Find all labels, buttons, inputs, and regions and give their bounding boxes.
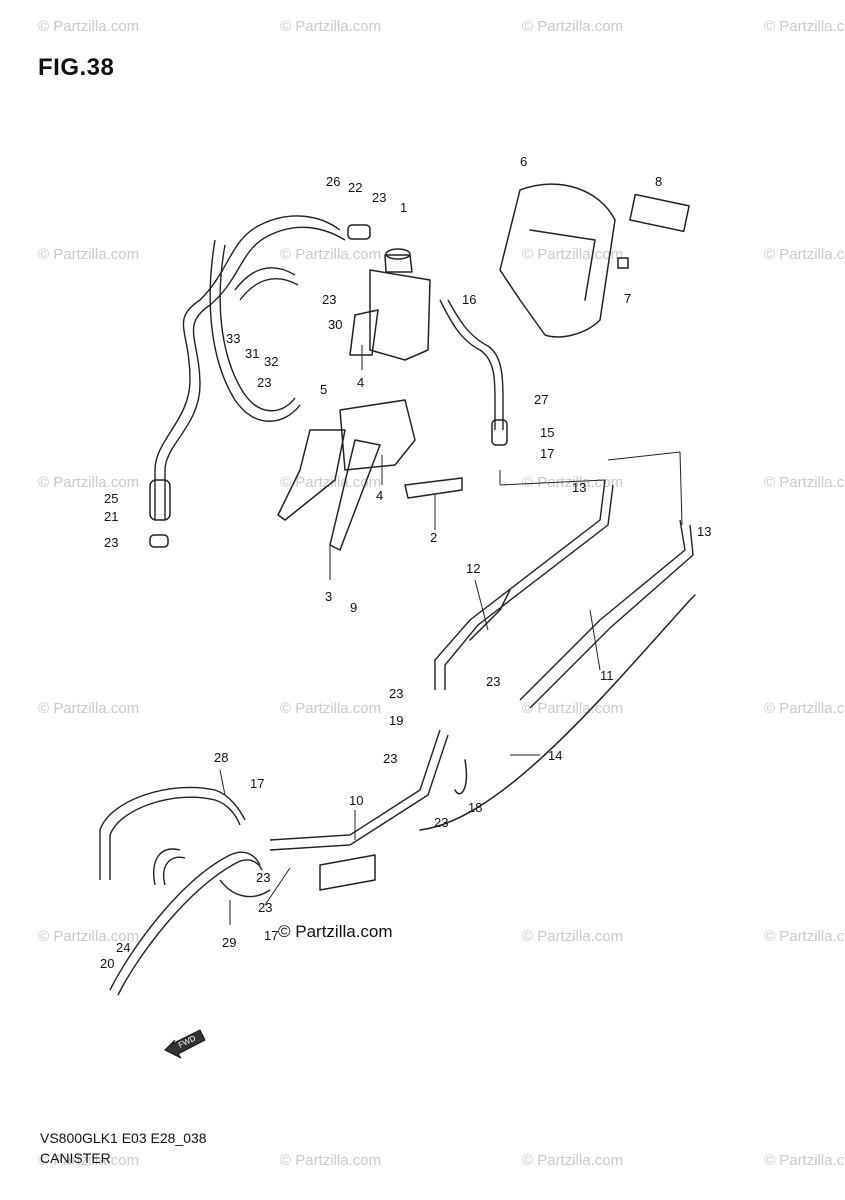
callout-label: 23 [322, 292, 337, 307]
watermark: © Partzilla.com [38, 246, 140, 263]
leader-lines [219, 345, 683, 925]
callout-label: 20 [100, 956, 115, 971]
watermark: © Partzilla.com [522, 246, 624, 263]
watermark: © Partzilla.com [764, 700, 845, 717]
watermark: © Partzilla.com [522, 18, 624, 35]
callout-label: 7 [624, 291, 632, 306]
callout-label: 23 [486, 674, 501, 689]
callout-label: 31 [245, 346, 260, 361]
callout-label: 19 [389, 713, 404, 728]
watermark: © Partzilla.com [38, 1152, 140, 1169]
section-name: CANISTER [40, 1150, 111, 1166]
watermark: © Partzilla.com [764, 18, 845, 35]
canister-bracket [277, 399, 463, 551]
callout-label: 23 [104, 535, 119, 550]
callout-label: 26 [326, 174, 341, 189]
watermark: © Partzilla.com [38, 474, 140, 491]
callout-label: 14 [548, 748, 563, 763]
watermark: © Partzilla.com [38, 928, 140, 945]
watermark: © Partzilla.com [280, 18, 382, 35]
callout-label: 23 [257, 375, 272, 390]
hose-left-loop [149, 215, 346, 548]
callout-label: 17 [264, 928, 279, 943]
hose-lower [99, 729, 467, 996]
callout-label: 13 [697, 524, 712, 539]
callout-label: 17 [250, 776, 265, 791]
watermark: © Partzilla.com [280, 474, 382, 491]
callout-label: 5 [320, 382, 328, 397]
callout-label: 9 [350, 600, 358, 615]
canister-cover [499, 183, 690, 338]
watermark: © Partzilla.com [764, 1152, 845, 1169]
watermark: © Partzilla.com [38, 18, 140, 35]
watermark: © Partzilla.com [280, 1152, 382, 1169]
callout-label: 1 [400, 200, 408, 215]
watermark: © Partzilla.com [522, 700, 624, 717]
watermark: © Partzilla.com [522, 928, 624, 945]
callout-label: 16 [462, 292, 477, 307]
callout-label: 27 [534, 392, 549, 407]
frame-tubes [419, 479, 696, 831]
callout-label: 13 [572, 480, 587, 495]
callout-label: 33 [226, 331, 241, 346]
hose-right [439, 299, 508, 446]
callout-label: 28 [214, 750, 229, 765]
callout-label: 4 [376, 488, 384, 503]
callout-label: 2 [430, 530, 438, 545]
watermark: © Partzilla.com [764, 928, 845, 945]
callout-label: 23 [383, 751, 398, 766]
partzilla-credit: © Partzilla.com [278, 922, 393, 941]
callout-label: 23 [256, 870, 271, 885]
callout-label: 23 [372, 190, 387, 205]
callout-label: 12 [466, 561, 481, 576]
callout-label: 11 [600, 668, 614, 683]
watermark: © Partzilla.com [764, 246, 845, 263]
watermark: © Partzilla.com [522, 1152, 624, 1169]
callout-label: 18 [468, 800, 483, 815]
callout-label: 8 [655, 174, 663, 189]
model-code: VS800GLK1 E03 E28_038 [40, 1130, 207, 1146]
callout-label: 4 [357, 375, 365, 390]
callout-label: 23 [389, 686, 404, 701]
callout-label: 24 [116, 940, 131, 955]
callout-label: 22 [348, 180, 363, 195]
watermark: © Partzilla.com [280, 700, 382, 717]
canister-body [347, 224, 431, 361]
callout-label: 23 [258, 900, 273, 915]
callout-label: 15 [540, 425, 555, 440]
figure-title: FIG.38 [38, 54, 115, 81]
callout-label: 21 [104, 509, 119, 524]
watermark: © Partzilla.com [764, 474, 845, 491]
callout-label: 32 [264, 354, 279, 369]
watermark: © Partzilla.com [280, 246, 382, 263]
callout-label: 25 [104, 491, 119, 506]
callout-label: 30 [328, 317, 343, 332]
callout-label: 29 [222, 935, 237, 950]
callout-label: 6 [520, 154, 528, 169]
callout-label: 10 [349, 793, 364, 808]
watermark: © Partzilla.com [522, 474, 624, 491]
callout-label: 17 [540, 446, 555, 461]
callout-label: 23 [434, 815, 449, 830]
callout-label: 3 [325, 589, 333, 604]
watermark: © Partzilla.com [38, 700, 140, 717]
